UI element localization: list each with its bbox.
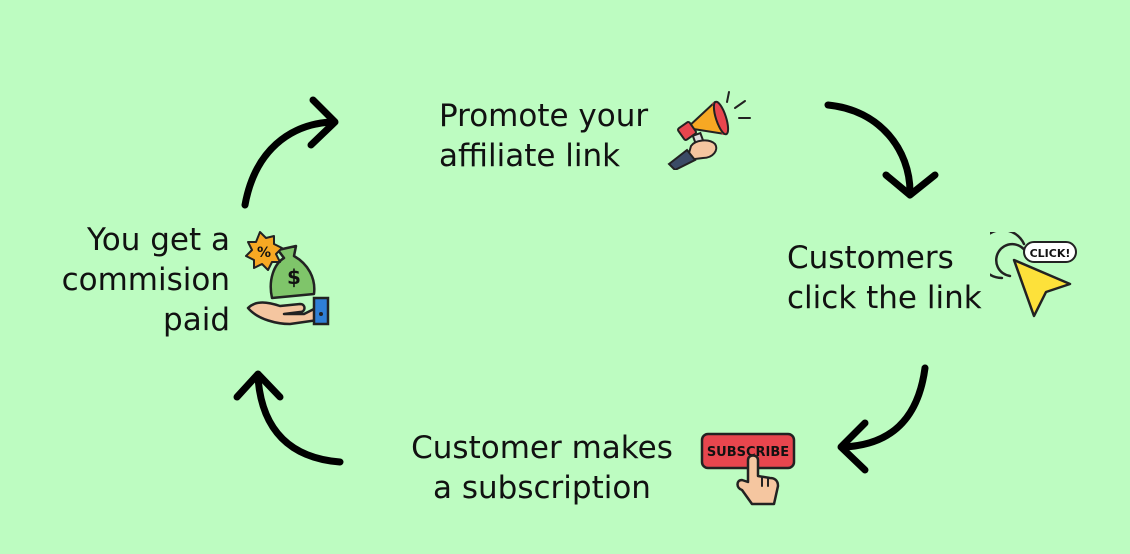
step-subscribe-line-1: Customer makes xyxy=(411,430,673,466)
arrow-right-to-bottom xyxy=(837,364,929,474)
subscribe-button-text: SUBSCRIBE xyxy=(707,445,789,460)
step-click-line-1: Customers xyxy=(787,240,954,276)
svg-text:$: $ xyxy=(287,265,301,289)
step-click-line-2: click the link xyxy=(787,280,982,316)
arrow-top-to-right xyxy=(824,101,939,199)
step-promote-line-2: affiliate link xyxy=(439,138,621,174)
step-commission-label: You get a commision paid xyxy=(30,220,230,340)
step-commission-line-3: paid xyxy=(163,302,230,338)
megaphone-icon xyxy=(667,91,751,170)
click-cursor-icon: CLICK! xyxy=(990,232,1077,318)
money-bag-hand-icon: $ % xyxy=(245,231,330,326)
subscribe-button-icon: SUBSCRIBE xyxy=(700,432,796,506)
svg-text:%: % xyxy=(257,245,271,261)
step-promote-label: Promote your affiliate link xyxy=(439,96,648,176)
click-bubble-text: CLICK! xyxy=(1030,247,1071,260)
step-subscribe-label: Customer makes a subscription xyxy=(400,428,684,508)
step-commission-line-2: commision xyxy=(61,262,230,298)
step-subscribe-line-2: a subscription xyxy=(433,470,651,506)
step-commission-line-1: You get a xyxy=(86,222,230,258)
step-promote-line-1: Promote your xyxy=(439,98,649,134)
step-click-label: Customers click the link xyxy=(787,238,982,318)
arrow-left-to-top xyxy=(241,96,339,209)
arrow-bottom-to-left xyxy=(233,370,344,466)
